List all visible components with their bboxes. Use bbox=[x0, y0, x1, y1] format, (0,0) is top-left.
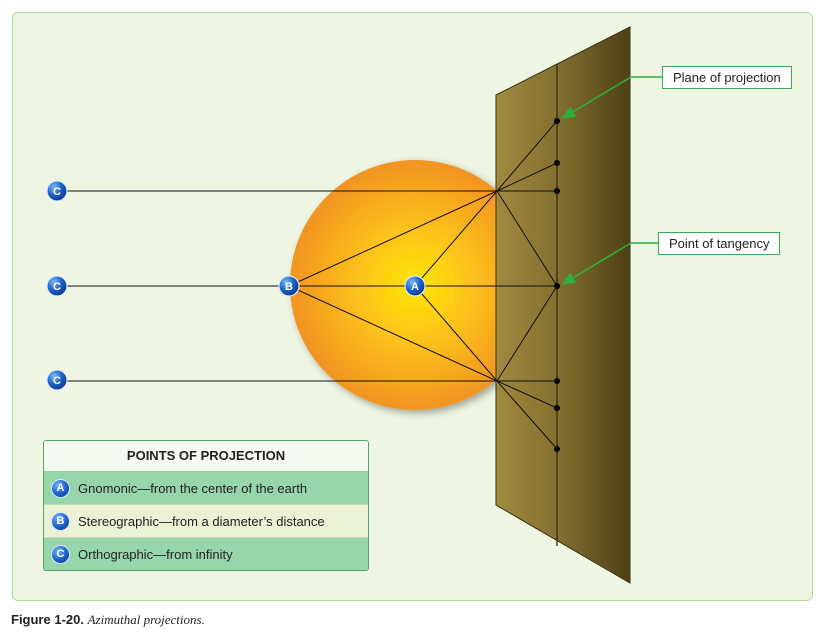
point-c-top-label: C bbox=[53, 186, 61, 198]
point-c-middle-label: C bbox=[53, 281, 61, 293]
plane-of-projection-callout: Plane of projection bbox=[662, 66, 792, 89]
legend-badge-c: C bbox=[52, 545, 69, 563]
legend-row-stereographic: B Stereographic—from a diameter’s distan… bbox=[44, 505, 368, 538]
point-b: B bbox=[278, 275, 300, 297]
point-a-label: A bbox=[411, 281, 419, 293]
legend-row-gnomonic: A Gnomonic—from the center of the earth bbox=[44, 472, 368, 505]
legend-text-orthographic: Orthographic—from infinity bbox=[78, 546, 233, 562]
caption-title: Azimuthal projections. bbox=[87, 612, 205, 627]
point-c-middle: C bbox=[46, 275, 68, 297]
figure-caption: Figure 1-20. Azimuthal projections. bbox=[11, 612, 205, 628]
point-a: A bbox=[404, 275, 426, 297]
legend-text-gnomonic: Gnomonic—from the center of the earth bbox=[78, 480, 308, 496]
point-c-bottom: C bbox=[46, 369, 68, 391]
point-of-tangency-callout: Point of tangency bbox=[658, 232, 781, 255]
legend-title: POINTS OF PROJECTION bbox=[44, 441, 368, 472]
projection-plane bbox=[495, 26, 631, 584]
point-b-label: B bbox=[285, 281, 293, 293]
points-legend: POINTS OF PROJECTION A Gnomonic—from the… bbox=[43, 440, 369, 571]
projection-diagram: C C C B A bbox=[46, 26, 662, 584]
legend-badge-b: B bbox=[52, 512, 69, 530]
point-c-top: C bbox=[46, 180, 68, 202]
caption-figure-number: Figure 1-20. bbox=[11, 612, 84, 627]
legend-badge-a: A bbox=[52, 479, 69, 497]
point-c-bottom-label: C bbox=[53, 375, 61, 387]
callout-arrows bbox=[561, 76, 662, 286]
projection-lines bbox=[57, 120, 558, 450]
legend-row-orthographic: C Orthographic—from infinity bbox=[44, 538, 368, 570]
plane-points bbox=[554, 118, 560, 452]
legend-text-stereographic: Stereographic—from a diameter’s distance bbox=[78, 513, 325, 529]
